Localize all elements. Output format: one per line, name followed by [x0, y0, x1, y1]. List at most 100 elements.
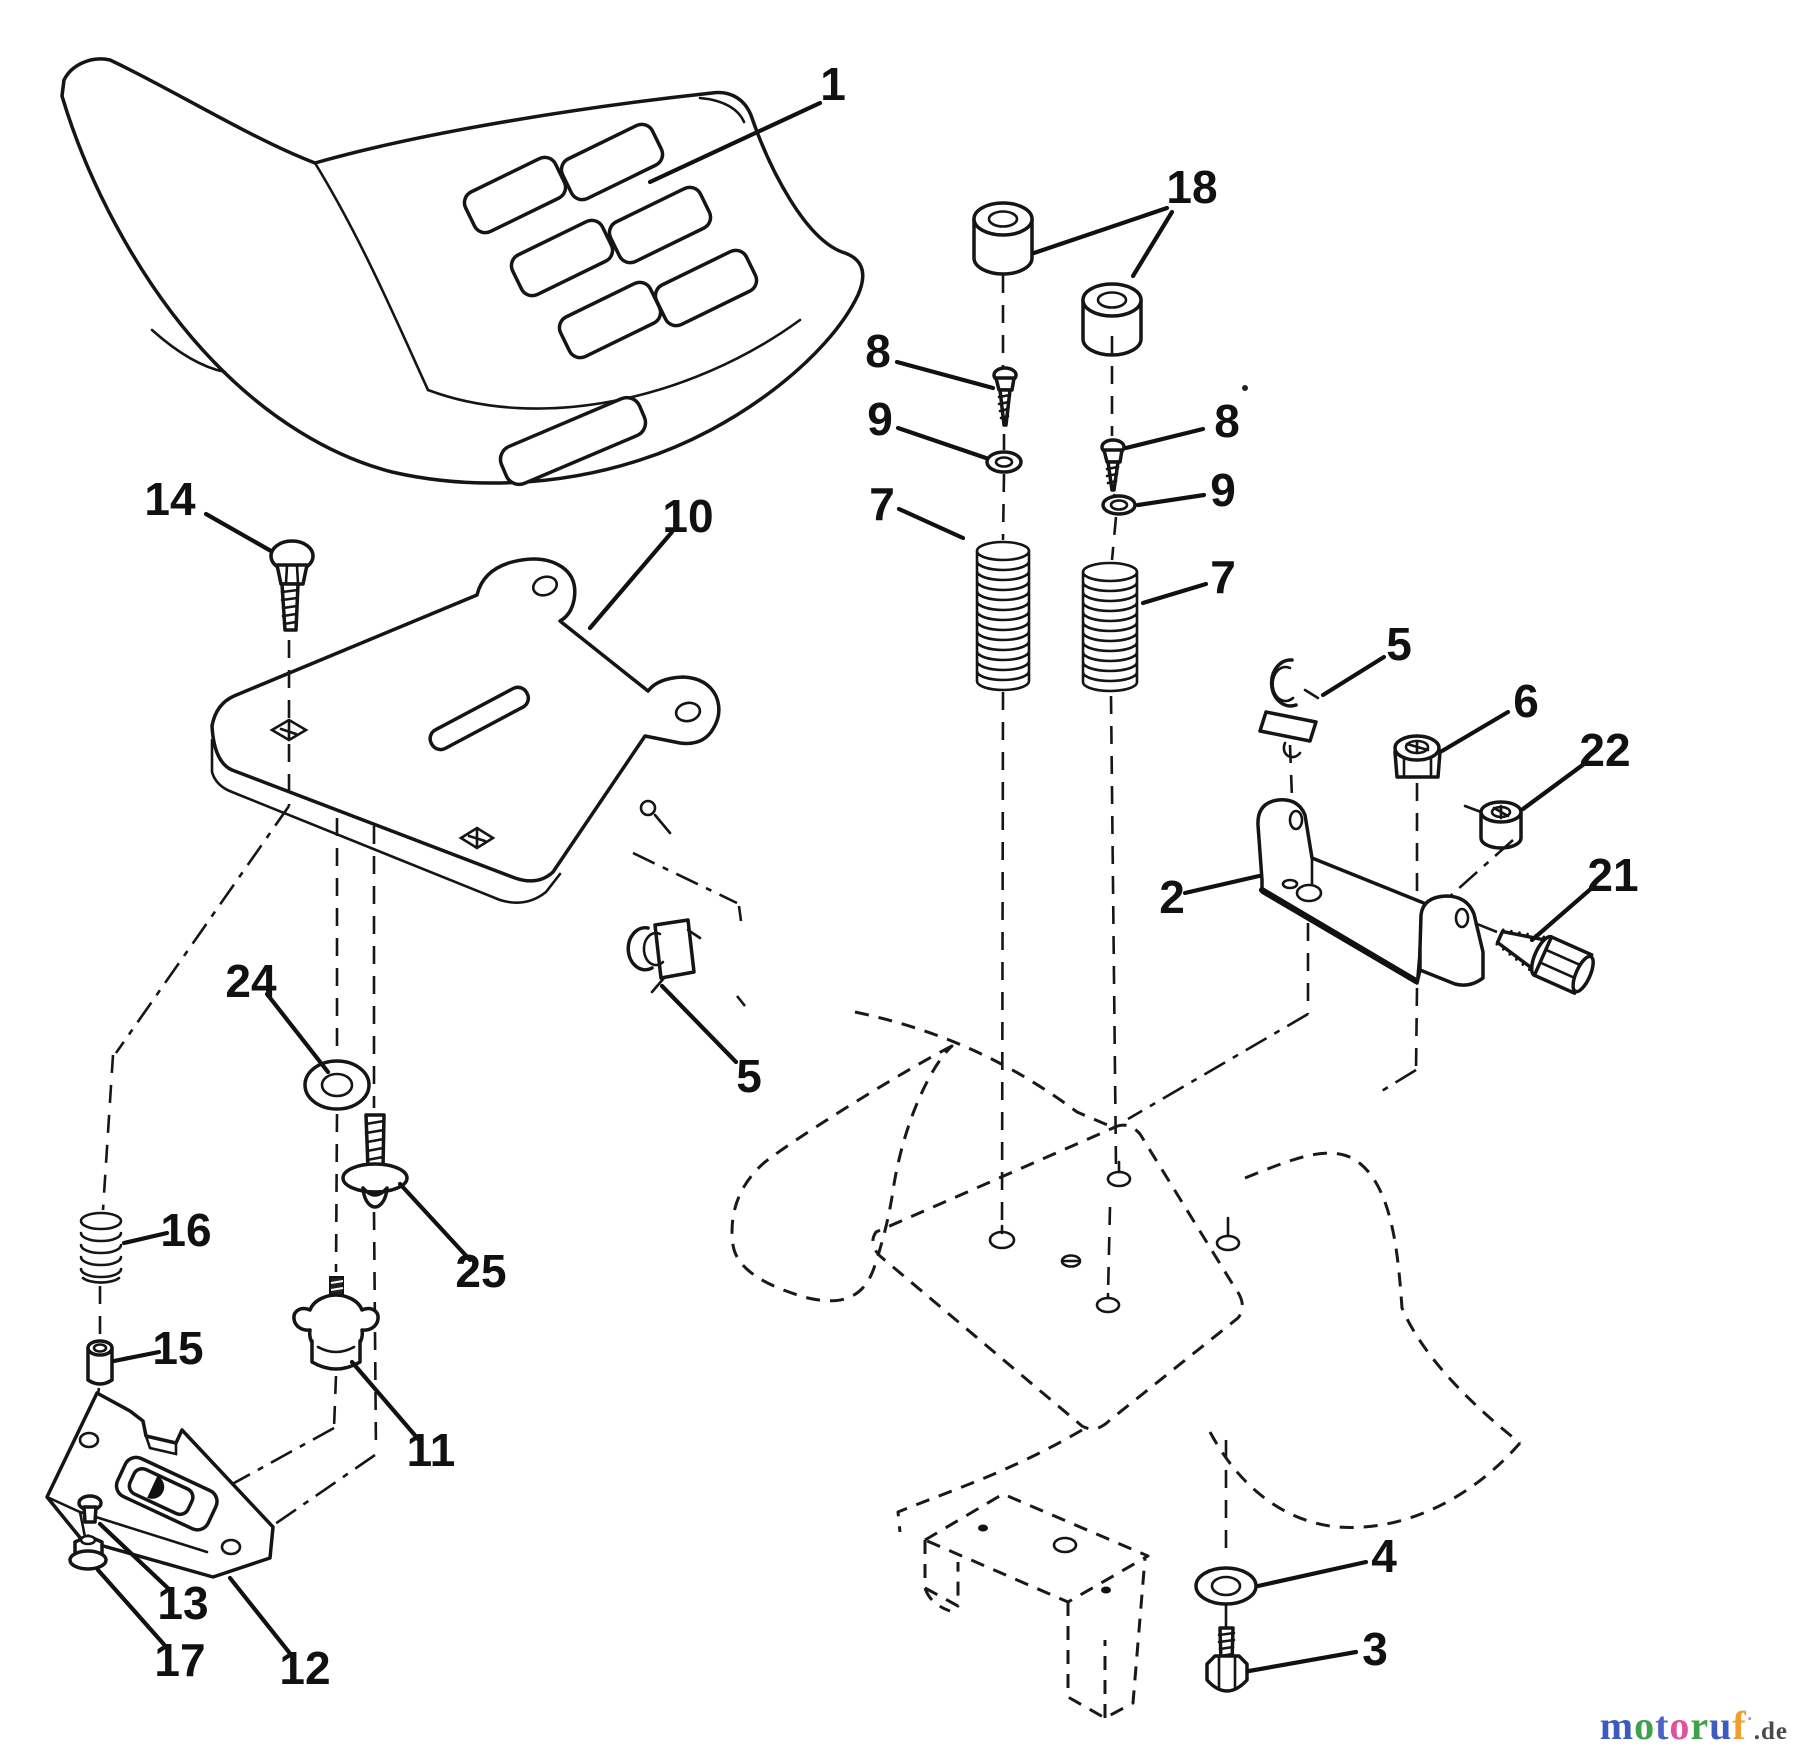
- callout-18-label: 18: [1166, 161, 1217, 213]
- callout-22-leader: [1520, 761, 1587, 812]
- callout-18-leader-b: [1130, 209, 1175, 279]
- support-bracket-outline: [923, 1492, 1150, 1720]
- callout-21-leader: [1529, 884, 1596, 943]
- brand-word[interactable]: motoruf: [1600, 1703, 1747, 1748]
- part-bolt-3: [1205, 1626, 1249, 1693]
- callout-4-label: 4: [1371, 1530, 1397, 1582]
- callout-7-right-leader: [1140, 581, 1209, 606]
- callout-3-label: 3: [1362, 1623, 1388, 1675]
- part-bolt-21: [1495, 928, 1595, 995]
- speck: [1242, 385, 1248, 391]
- callout-12-leader: [227, 1575, 295, 1659]
- callout-8-right-label: 8: [1214, 395, 1240, 447]
- brand-letter: m: [1599, 1703, 1635, 1748]
- callout-5-left-label: 5: [736, 1050, 762, 1102]
- callout-7-left-leader: [896, 506, 966, 541]
- brand-tld[interactable]: .de: [1753, 1718, 1788, 1745]
- callout-5-right-leader: [1320, 654, 1387, 698]
- part-clip-5-left: [626, 918, 702, 994]
- part-bushing-15: [86, 1339, 114, 1386]
- part-washer-9-right: [1101, 494, 1137, 516]
- centerline-left-spring: [1000, 275, 1006, 1227]
- part-seat-pan: [210, 557, 721, 904]
- centerline-left-column: [87, 1054, 115, 1537]
- callout-14-label: 14: [144, 473, 196, 525]
- part-spring-7-right: [1081, 561, 1139, 693]
- brand-letter: u: [1709, 1703, 1733, 1748]
- fender-outline: [730, 1010, 1522, 1533]
- part-bracket-2: [1256, 798, 1485, 987]
- callout-11-leader: [349, 1359, 422, 1443]
- bracket-ear-hole: [1454, 907, 1470, 929]
- callout-16-leader: [121, 1230, 170, 1246]
- part-nut-6: [1393, 734, 1442, 779]
- centerline-knob11: [332, 1375, 338, 1429]
- callout-10-label: 10: [662, 490, 713, 542]
- latch-hole: [78, 1431, 100, 1449]
- centerline-washer24: [334, 818, 339, 1273]
- callout-4-leader: [1255, 1559, 1369, 1589]
- callout-15-leader: [111, 1349, 162, 1364]
- part-screw-25: [341, 1113, 409, 1209]
- callout-12-label: 12: [279, 1642, 330, 1694]
- callout-3-leader: [1246, 1649, 1359, 1674]
- callout-24-leader: [264, 991, 331, 1075]
- part-bolt-14: [269, 539, 315, 632]
- seat-pan-small-hole: [639, 799, 657, 817]
- seat-crease: [313, 161, 430, 392]
- callout-15-label: 15: [152, 1322, 203, 1374]
- callout-2-label: 2: [1159, 871, 1185, 923]
- latch-hole: [220, 1538, 242, 1556]
- callout-8-right-leader: [1123, 426, 1206, 451]
- brand-logo[interactable]: motoruf·.de: [1600, 1702, 1788, 1749]
- callout-5-right-label: 5: [1386, 618, 1412, 670]
- brand-mark: ·: [1746, 1708, 1754, 1729]
- callout-24-label: 24: [225, 955, 277, 1007]
- callout-17-label: 17: [154, 1634, 205, 1686]
- callout-6-leader: [1439, 709, 1511, 754]
- callout-8-left-label: 8: [865, 325, 891, 377]
- part-washer-24: [303, 1059, 371, 1111]
- part-washer-4: [1194, 1566, 1258, 1606]
- callout-11-label: 11: [407, 1424, 456, 1476]
- seat-pan-arm-hole: [674, 701, 702, 723]
- seat-pan-square-hole: [269, 718, 309, 742]
- part-screw-8-left: [992, 366, 1018, 427]
- brand-letter: f: [1732, 1703, 1747, 1748]
- part-spring-16: [79, 1211, 123, 1284]
- brand-letter: o: [1669, 1703, 1691, 1748]
- bracket-ear-hole: [1288, 809, 1304, 831]
- seat-pan-thickness: [210, 738, 562, 904]
- fender-mount-holes: [988, 1160, 1241, 1314]
- part-screw-13: [77, 1494, 103, 1524]
- callout-13-leader: [97, 1521, 175, 1595]
- seat-corner-crease: [698, 96, 746, 124]
- callout-16-label: 16: [160, 1204, 211, 1256]
- seat-vent-grid: [462, 122, 759, 487]
- centerline-right-spring: [1106, 336, 1118, 1295]
- part-spring-7-left: [975, 540, 1031, 692]
- part-nut-17: [68, 1534, 108, 1571]
- callout-8-left-leader: [894, 359, 996, 391]
- callout-21-label: 21: [1587, 849, 1638, 901]
- callout-7-right-label: 7: [1210, 551, 1236, 603]
- latch-keyhole-slot: [114, 1455, 219, 1532]
- callout-10-leader: [587, 529, 675, 631]
- callout-25-label: 25: [455, 1245, 506, 1297]
- part-cap-18-left: [972, 201, 1034, 276]
- part-washer-9-left: [985, 450, 1023, 474]
- seat-pan-square-hole: [458, 826, 496, 850]
- callout-9-right-leader: [1135, 492, 1207, 508]
- seat-pan-slot: [428, 685, 531, 752]
- part-screw-8-right: [1100, 438, 1126, 492]
- part-clamp-5-right: [1258, 658, 1320, 759]
- callout-17-leader: [95, 1567, 171, 1652]
- centerline-screw25: [372, 826, 378, 1453]
- callout-18-leader-a: [1031, 205, 1170, 256]
- callout-1-leader: [647, 100, 823, 185]
- callout-14-leader: [203, 511, 274, 554]
- callout-2-leader: [1182, 873, 1262, 896]
- part-seat: [60, 57, 865, 487]
